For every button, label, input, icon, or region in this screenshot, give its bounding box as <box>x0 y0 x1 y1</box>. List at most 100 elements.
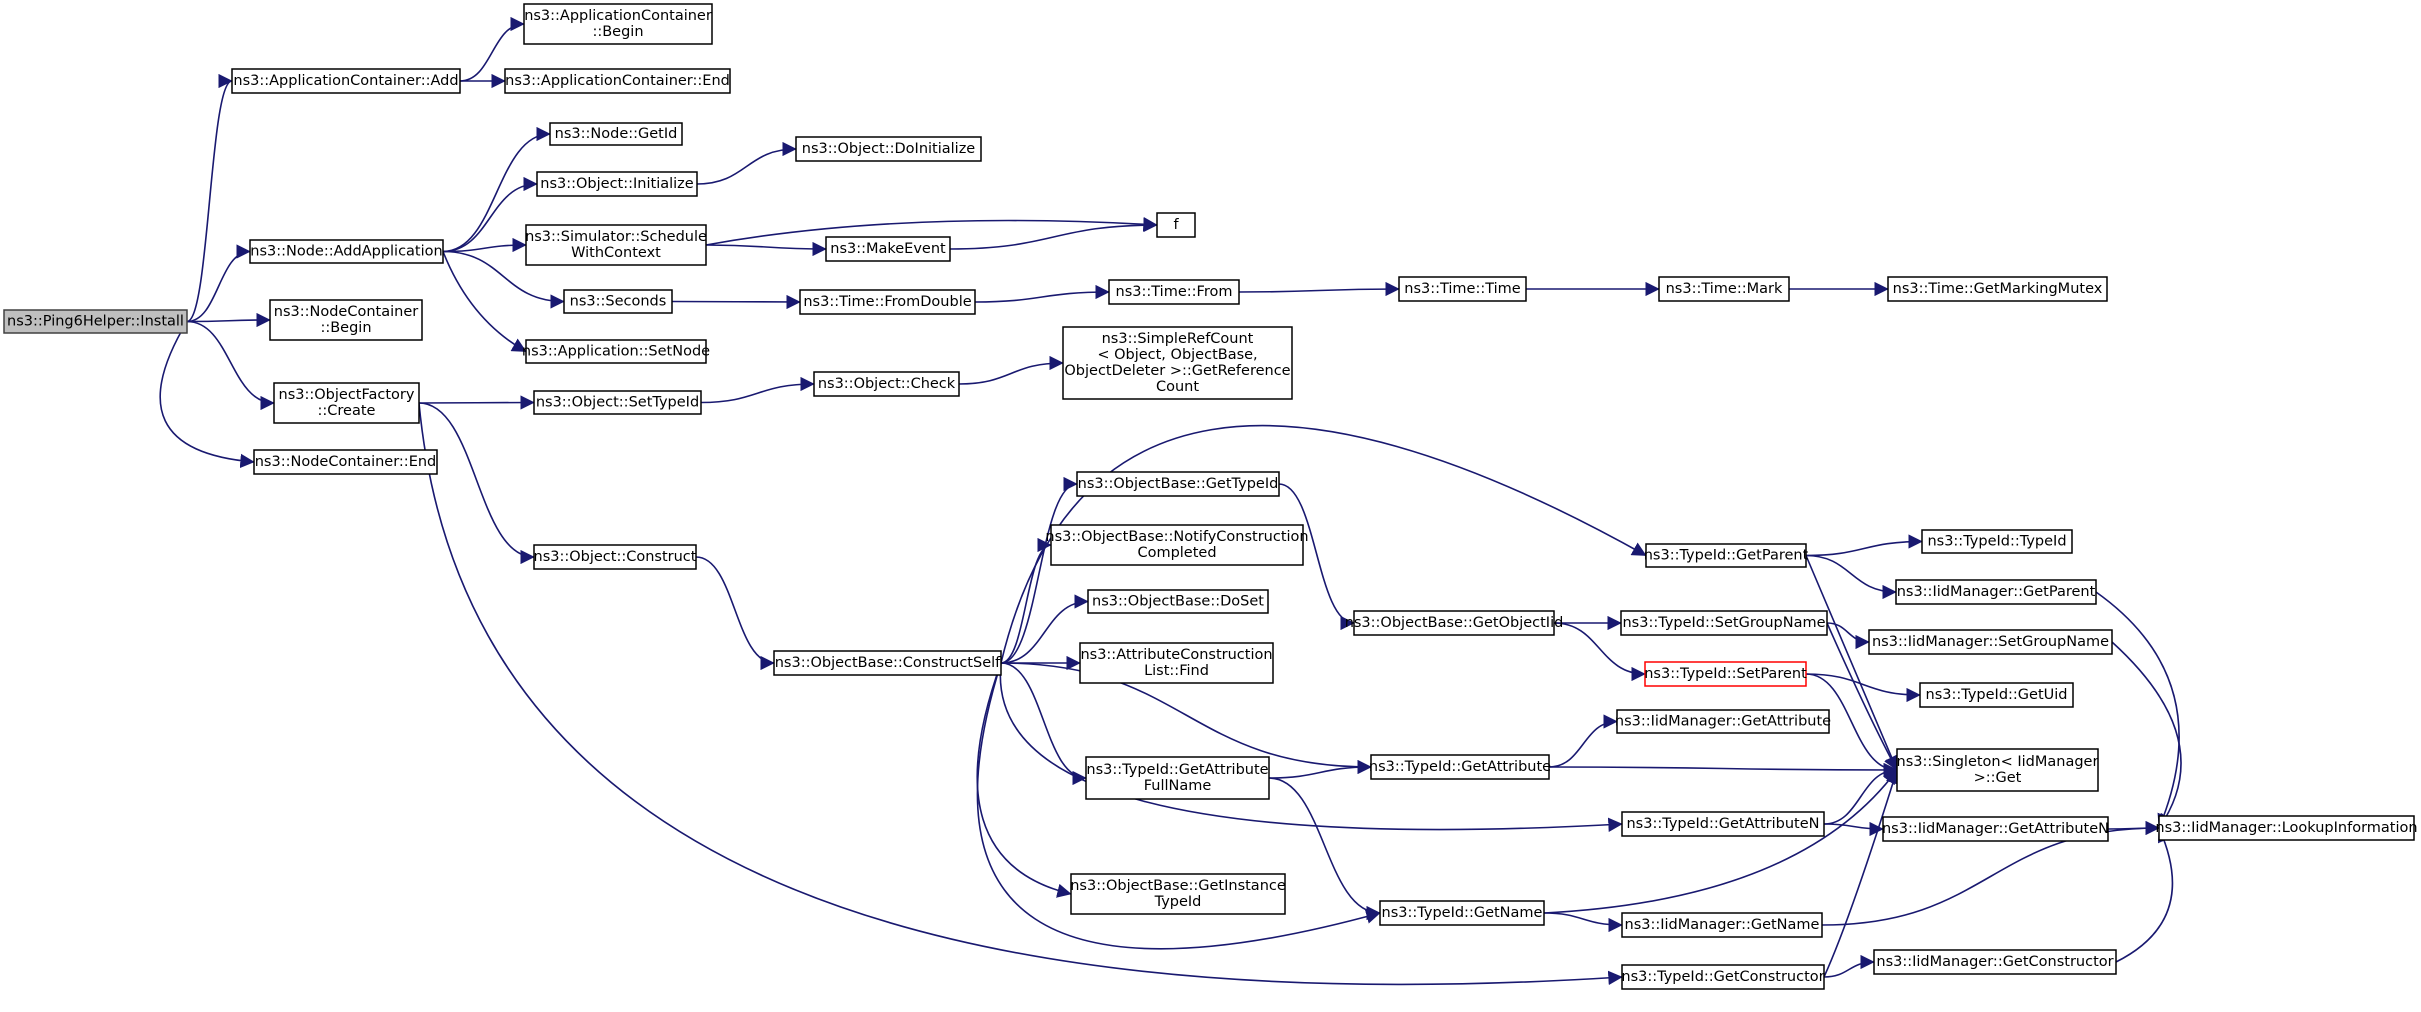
node-box <box>525 224 707 266</box>
node-iid_getattribute[interactable]: ns3::IidManager::GetAttribute <box>1615 709 1831 734</box>
node-label: ns3::ApplicationContainer::Add <box>233 73 458 89</box>
edge-typeid_setgroupname-to-singleton_get <box>1826 622 1898 771</box>
edge-objbase_getobjectiid-to-typeid_setparent <box>1553 622 1646 682</box>
node-objbase_getobjectiid[interactable]: ns3::ObjectBase::GetObjectIid <box>1345 610 1564 636</box>
node-box <box>1070 873 1286 915</box>
node-app_setnode[interactable]: ns3::Application::SetNode <box>522 339 710 364</box>
node-iid_lookup[interactable]: ns3::IidManager::LookupInformation <box>2155 815 2418 841</box>
node-iid_setgroupname[interactable]: ns3::IidManager::SetGroupName <box>1868 629 2113 655</box>
edge-typeid_getname-to-singleton_get <box>1543 769 1898 914</box>
edge-typeid_getconstructor-to-iid_getconstructor <box>1823 954 1875 978</box>
node-node_getid[interactable]: ns3::Node::GetId <box>549 122 683 146</box>
node-objbase_constructself[interactable]: ns3::ObjectBase::ConstructSelf <box>773 650 1002 676</box>
node-box <box>799 289 976 315</box>
node-node_addapp[interactable]: ns3::Node::AddApplication <box>249 239 444 264</box>
node-box <box>1079 642 1274 684</box>
edge-objbase_constructself-to-objbase_getinstance <box>976 662 1072 898</box>
edge-seconds-to-time_fromdouble <box>671 294 801 310</box>
node-label: ns3::IidManager::GetAttribute <box>1615 714 1831 730</box>
edge-objbase_constructself-to-objbase_doset <box>1000 594 1089 664</box>
node-label: ns3::Object::SetTypeId <box>536 395 699 411</box>
node-label: ::Begin <box>320 320 371 336</box>
node-label: TypeId <box>1154 894 1202 910</box>
node-label: ns3::ObjectBase::GetObjectIid <box>1345 615 1564 631</box>
node-time_fromdouble[interactable]: ns3::Time::FromDouble <box>799 289 976 315</box>
node-simplerefcount[interactable]: ns3::SimpleRefCount< Object, ObjectBase,… <box>1062 326 1293 400</box>
edge-time_fromdouble-to-time_from <box>974 284 1110 303</box>
node-time_mark[interactable]: ns3::Time::Mark <box>1658 276 1790 302</box>
node-nodecont_end[interactable]: ns3::NodeContainer::End <box>253 449 438 475</box>
edge-time_from-to-time_time <box>1238 281 1400 297</box>
node-box <box>1882 816 2109 842</box>
edge-iid_getconstructor-to-iid_lookup <box>2115 827 2174 963</box>
node-box <box>533 390 702 415</box>
node-box <box>1621 912 1823 938</box>
edge-typeid_getparent-to-iid_getparent <box>1805 554 1897 600</box>
node-time_time[interactable]: ns3::Time::Time <box>1398 276 1527 302</box>
node-install[interactable]: ns3::Ping6Helper::Install <box>3 309 188 334</box>
node-box <box>773 650 1002 676</box>
node-obj_init[interactable]: ns3::Object::Initialize <box>536 171 698 197</box>
node-time_from[interactable]: ns3::Time::From <box>1108 279 1240 305</box>
node-obj_check[interactable]: ns3::Object::Check <box>813 371 960 397</box>
node-box <box>1062 326 1293 400</box>
node-typeid_getname[interactable]: ns3::TypeId::GetName <box>1379 900 1545 926</box>
node-iid_getparent[interactable]: ns3::IidManager::GetParent <box>1895 579 2097 605</box>
node-objfactory_create[interactable]: ns3::ObjectFactory::Create <box>273 382 420 424</box>
node-label: ns3::NodeContainer::End <box>255 454 437 470</box>
node-label: ns3::TypeId::SetGroupName <box>1622 615 1825 631</box>
node-label: ns3::Object::Initialize <box>540 176 693 192</box>
node-typeid_getparent[interactable]: ns3::TypeId::GetParent <box>1644 543 1809 568</box>
node-typeid_typeid[interactable]: ns3::TypeId::TypeId <box>1921 529 2073 554</box>
node-box <box>536 171 698 197</box>
edge-typeid_getattrfullname-to-typeid_getattribute <box>1268 759 1372 779</box>
node-box <box>1645 543 1807 568</box>
node-typeid_getattribute[interactable]: ns3::TypeId::GetAttribute <box>1369 754 1551 780</box>
edge-typeid_getattribute-to-iid_getattribute <box>1548 714 1618 768</box>
edge-typeid_getname-to-iid_getname <box>1543 912 1623 933</box>
node-label: ns3::Singleton< IidManager <box>1897 754 2099 770</box>
node-appcont_end[interactable]: ns3::ApplicationContainer::End <box>504 68 731 94</box>
node-typeid_getattributen[interactable]: ns3::TypeId::GetAttributeN <box>1621 811 1825 837</box>
node-iid_getname[interactable]: ns3::IidManager::GetName <box>1621 912 1823 938</box>
node-box <box>1621 811 1825 837</box>
node-box <box>1658 276 1790 302</box>
node-label: List::Find <box>1144 663 1209 679</box>
node-box <box>1868 629 2113 655</box>
node-label: ns3::Ping6Helper::Install <box>7 314 184 330</box>
node-label: ns3::IidManager::GetConstructor <box>1876 954 2113 970</box>
node-time_getmutex[interactable]: ns3::Time::GetMarkingMutex <box>1887 276 2108 302</box>
node-objbase_doset[interactable]: ns3::ObjectBase::DoSet <box>1087 589 1269 614</box>
node-obj_settypeid[interactable]: ns3::Object::SetTypeId <box>533 390 702 415</box>
node-box <box>1919 682 2074 708</box>
node-label: ns3::ObjectBase::ConstructSelf <box>775 655 1001 671</box>
node-f[interactable]: f <box>1156 212 1196 238</box>
node-iid_getattributen[interactable]: ns3::IidManager::GetAttributeN <box>1882 816 2109 842</box>
node-nodecont_begin[interactable]: ns3::NodeContainer::Begin <box>269 299 423 341</box>
node-iid_getconstructor[interactable]: ns3::IidManager::GetConstructor <box>1873 949 2117 975</box>
node-typeid_setparent[interactable]: ns3::TypeId::SetParent <box>1644 661 1807 687</box>
node-objbase_notify[interactable]: ns3::ObjectBase::NotifyConstructionCompl… <box>1045 524 1309 566</box>
node-label: ns3::ObjectBase::DoSet <box>1092 594 1264 610</box>
node-typeid_getconstructor[interactable]: ns3::TypeId::GetConstructor <box>1621 964 1825 990</box>
node-label: ns3::ObjectFactory <box>279 387 415 403</box>
node-objbase_gettypeid[interactable]: ns3::ObjectBase::GetTypeId <box>1076 471 1280 497</box>
node-appcont_begin[interactable]: ns3::ApplicationContainer::Begin <box>523 3 713 45</box>
node-singleton_get[interactable]: ns3::Singleton< IidManager >::Get <box>1896 748 2099 792</box>
node-box <box>1353 610 1555 636</box>
node-typeid_setgroupname[interactable]: ns3::TypeId::SetGroupName <box>1620 610 1828 636</box>
node-typeid_getuid[interactable]: ns3::TypeId::GetUid <box>1919 682 2074 708</box>
node-label: ns3::Time::GetMarkingMutex <box>1893 281 2103 297</box>
node-label: ns3::TypeId::TypeId <box>1927 534 2066 550</box>
node-label: FullName <box>1144 778 1212 794</box>
node-label: ns3::IidManager::GetAttributeN <box>1882 821 2109 837</box>
node-obj_doinit[interactable]: ns3::Object::DoInitialize <box>795 136 982 162</box>
node-makeevent[interactable]: ns3::MakeEvent <box>825 236 951 262</box>
node-obj_construct[interactable]: ns3::Object::Construct <box>533 544 697 570</box>
node-appcont_add[interactable]: ns3::ApplicationContainer::Add <box>231 68 461 94</box>
node-seconds[interactable]: ns3::Seconds <box>563 289 673 314</box>
